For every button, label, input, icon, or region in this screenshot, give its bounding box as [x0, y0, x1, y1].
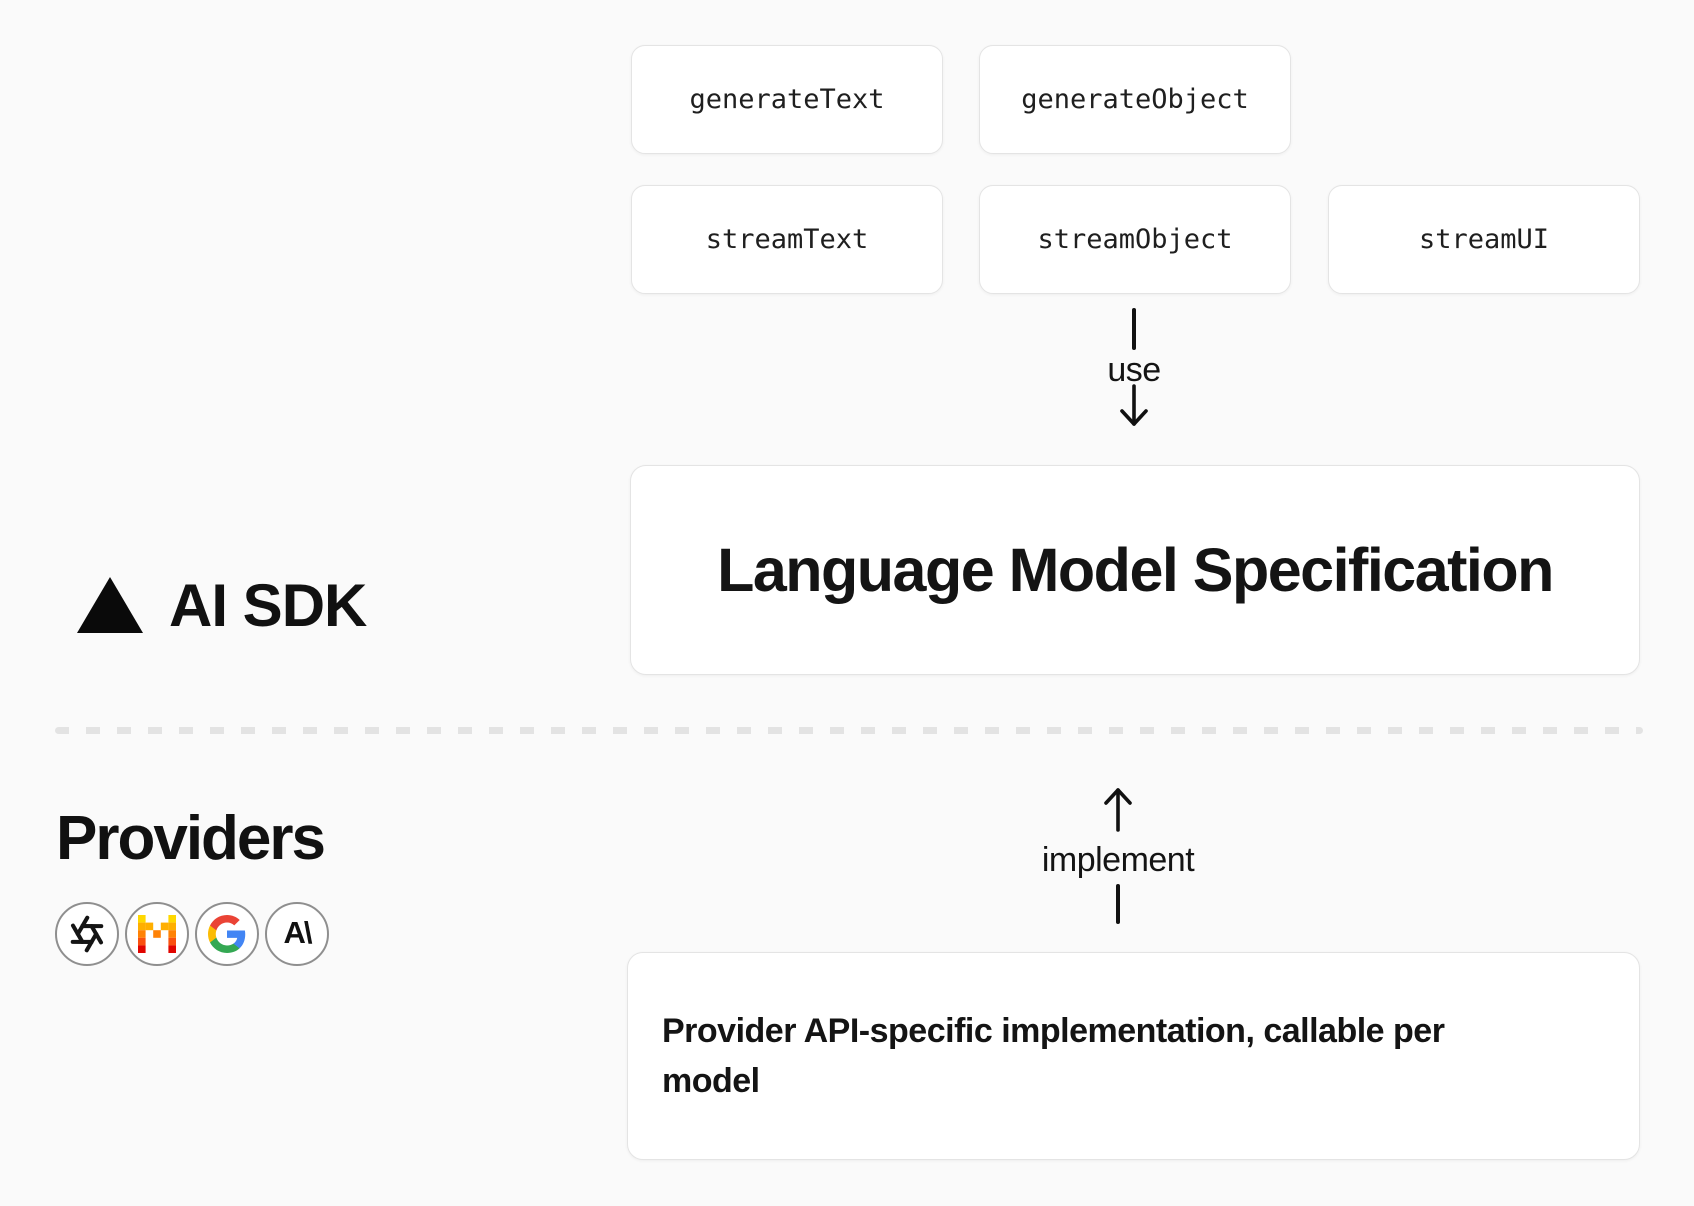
mistral-icon [138, 915, 176, 953]
function-card-generate-text: generateText [631, 45, 943, 154]
anthropic-icon: A\ [283, 915, 313, 950]
dashed-divider [55, 727, 1643, 734]
google-icon [208, 915, 246, 953]
function-card-stream-text: streamText [631, 185, 943, 294]
provider-implementation-text: Provider API-specific implementation, ca… [628, 1006, 1445, 1106]
function-card-generate-object: generateObject [979, 45, 1291, 154]
use-arrow-label: use [1107, 351, 1161, 389]
implement-arrow-label: implement [1041, 841, 1195, 879]
vercel-triangle-icon [77, 577, 143, 633]
function-label: streamObject [1037, 224, 1233, 255]
ai-sdk-label: AI SDK [169, 571, 367, 639]
provider-anthropic: A\ [265, 902, 329, 966]
function-label: streamUI [1418, 224, 1550, 255]
provider-google [195, 902, 259, 966]
provider-mistral [125, 902, 189, 966]
use-arrow-line [1132, 308, 1136, 350]
arrow-up-icon [1104, 788, 1132, 832]
ai-sdk-logo: AI SDK [77, 570, 367, 640]
providers-title: Providers [56, 804, 326, 873]
function-label: streamText [705, 224, 869, 255]
provider-icon-row: A\ [55, 902, 329, 966]
function-card-stream-ui: streamUI [1328, 185, 1640, 294]
function-card-stream-object: streamObject [979, 185, 1291, 294]
implement-arrow-line [1116, 884, 1120, 924]
provider-openai [55, 902, 119, 966]
spec-box-title: Language Model Specification [717, 536, 1554, 604]
function-label: generateObject [1021, 84, 1249, 115]
provider-implementation-line-1: Provider API-specific implementation, ca… [662, 1012, 1445, 1050]
language-model-specification-box: Language Model Specification [630, 465, 1640, 675]
openai-icon [65, 912, 109, 953]
provider-implementation-box: Provider API-specific implementation, ca… [627, 952, 1640, 1160]
provider-implementation-line-2: model [662, 1062, 760, 1100]
arrow-down-icon [1120, 384, 1148, 426]
function-label: generateText [689, 84, 885, 115]
